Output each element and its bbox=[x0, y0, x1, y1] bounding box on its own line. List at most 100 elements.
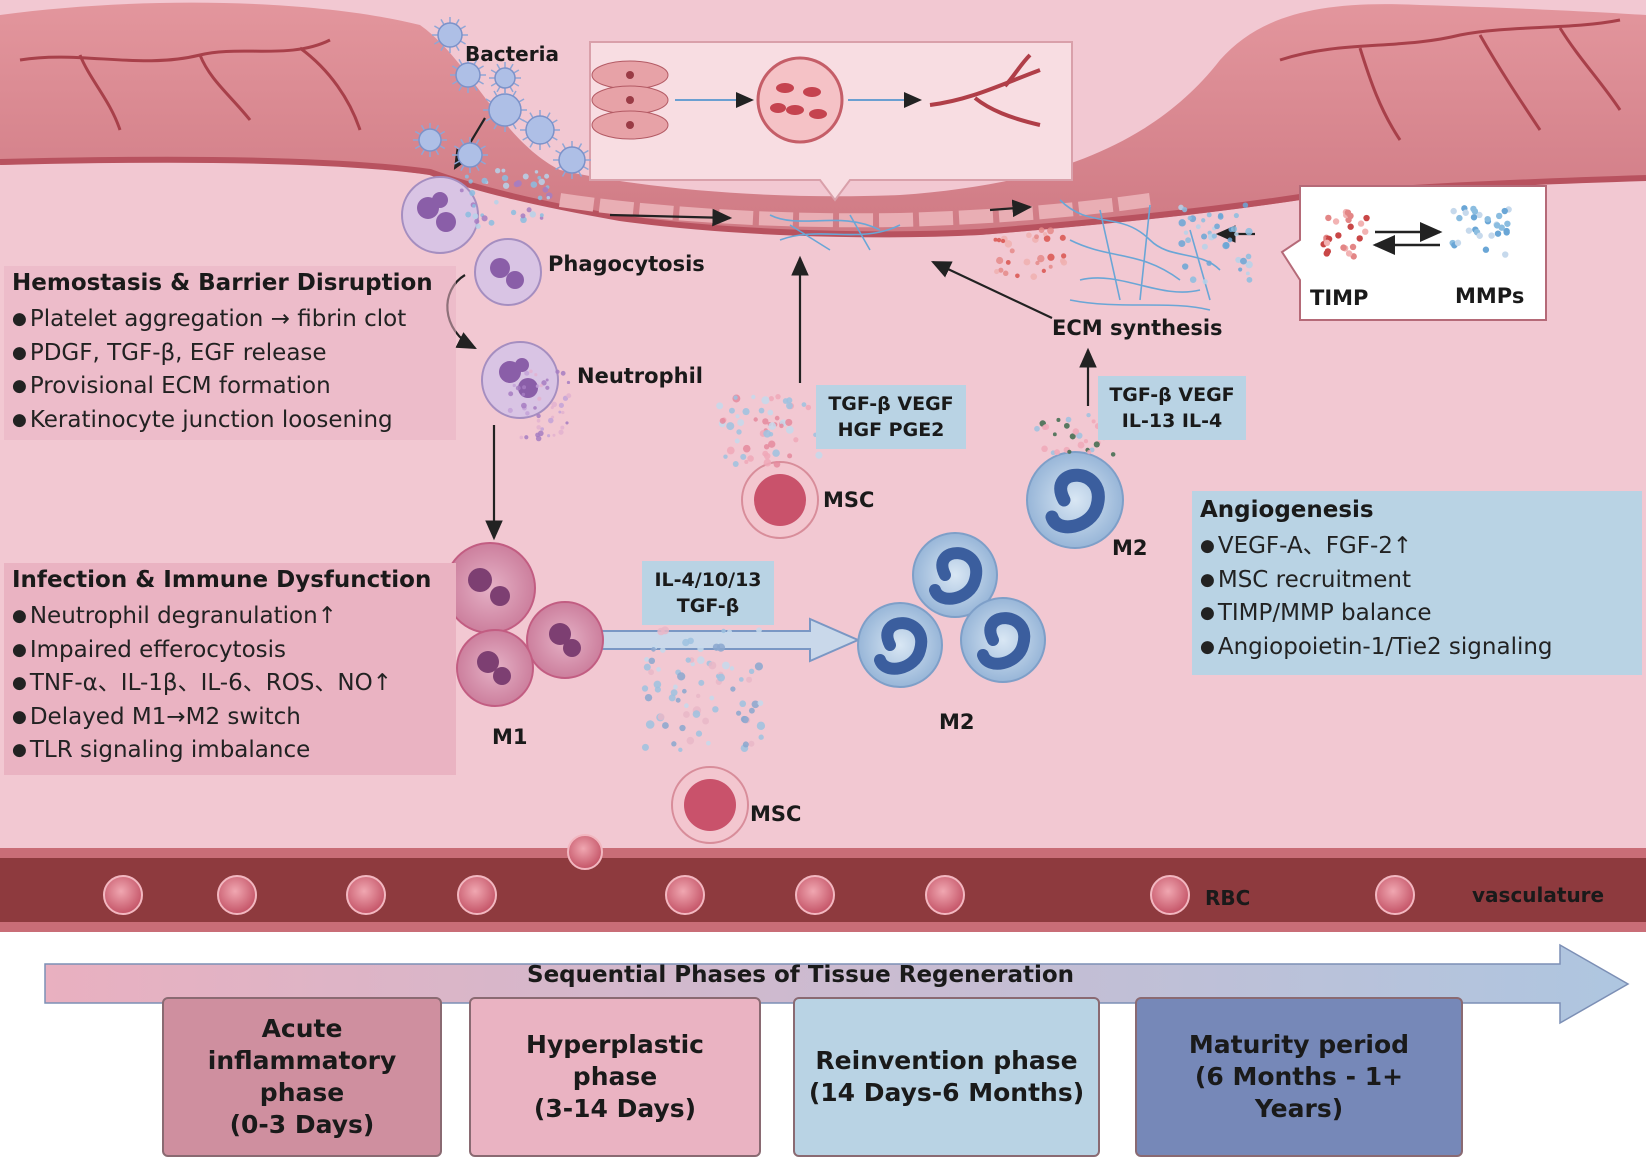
phagocytosis-label: Phagocytosis bbox=[548, 252, 705, 276]
ecm-synthesis-label: ECM synthesis bbox=[1052, 316, 1223, 340]
factor-particle bbox=[739, 700, 747, 708]
rbc-cell bbox=[665, 875, 705, 915]
timp-particle bbox=[1349, 243, 1357, 251]
factor-particle bbox=[1060, 259, 1068, 266]
mmp-particle bbox=[1488, 232, 1495, 239]
factor-particle bbox=[1030, 273, 1038, 281]
factor-particle bbox=[773, 460, 781, 468]
factor-particle bbox=[1183, 230, 1189, 235]
timp-particle bbox=[1356, 235, 1363, 242]
factor-particle bbox=[558, 410, 562, 414]
factor-particle bbox=[542, 186, 549, 193]
factor-particle bbox=[730, 686, 736, 692]
factor-particle bbox=[534, 170, 539, 174]
factor-particle bbox=[1047, 227, 1054, 235]
factor-particle bbox=[472, 204, 476, 208]
factor-particle bbox=[566, 380, 571, 385]
factor-particle bbox=[1214, 223, 1220, 230]
bacterium-icon bbox=[432, 17, 468, 53]
hemostasis-item: Provisional ECM formation bbox=[12, 371, 448, 405]
factor-particle bbox=[738, 677, 744, 682]
factor-particle bbox=[1083, 439, 1089, 444]
phase-reinvention: Reinvention phase (14 Days-6 Months) bbox=[793, 997, 1100, 1157]
factor-particle bbox=[465, 211, 472, 218]
factor-particle bbox=[734, 438, 740, 444]
factor-particle bbox=[522, 385, 527, 390]
factor-particle bbox=[1187, 215, 1192, 221]
factor-particle bbox=[671, 741, 677, 747]
factor-particle bbox=[763, 458, 772, 467]
factor-particle bbox=[1023, 258, 1031, 266]
factor-particle bbox=[677, 672, 686, 681]
factor-particle bbox=[719, 417, 726, 424]
factor-particle bbox=[548, 417, 554, 424]
factor-particle bbox=[758, 734, 764, 740]
factor-particle bbox=[1185, 237, 1192, 244]
factor-particle bbox=[472, 213, 479, 220]
phase-label: Maturity period (6 Months - 1+ Years) bbox=[1188, 1030, 1410, 1123]
rbc-cell bbox=[1375, 875, 1415, 915]
mmp-particle bbox=[1503, 229, 1510, 236]
rbc-cell bbox=[346, 875, 386, 915]
factor-particle bbox=[488, 219, 495, 226]
mmp-particle bbox=[1462, 209, 1469, 216]
factor-particle bbox=[754, 662, 763, 671]
rbc-cell bbox=[795, 875, 835, 915]
factor-particle bbox=[729, 407, 735, 414]
phase-maturity: Maturity period (6 Months - 1+ Years) bbox=[1135, 997, 1463, 1157]
factor-particle bbox=[1093, 441, 1100, 448]
factor-particle bbox=[1052, 432, 1057, 437]
factor-particle bbox=[558, 402, 564, 408]
polarization-factor-box: IL-4/10/13 TGF-β bbox=[642, 561, 774, 625]
factor-particle bbox=[1235, 256, 1242, 264]
factor-particle bbox=[521, 402, 527, 409]
factor-particle bbox=[996, 256, 1004, 265]
factor-particle bbox=[643, 663, 651, 671]
factor-particle bbox=[653, 680, 662, 689]
timp-particle bbox=[1357, 220, 1365, 227]
factor-particle bbox=[494, 199, 499, 205]
bacterium-icon bbox=[553, 141, 591, 179]
new-vessel-branch-icon bbox=[929, 53, 1041, 127]
factor-particle bbox=[763, 443, 770, 450]
timp-particle bbox=[1325, 214, 1332, 222]
m2-label-lower: M2 bbox=[939, 710, 975, 734]
factor-particle bbox=[536, 413, 541, 419]
factor-particle bbox=[768, 422, 777, 430]
factor-particle bbox=[805, 404, 812, 411]
factor-particle bbox=[726, 446, 735, 455]
factor-particle bbox=[644, 693, 653, 702]
skin-layer bbox=[0, 2, 1646, 237]
factor-particle bbox=[685, 657, 691, 663]
factor-particle bbox=[1230, 226, 1238, 233]
factor-particle bbox=[475, 223, 481, 229]
factor-particle bbox=[515, 385, 521, 391]
factor-particle bbox=[727, 629, 732, 635]
bacteria-cluster bbox=[413, 17, 591, 179]
secreted-factor-particles bbox=[459, 168, 1253, 753]
mmp-particle bbox=[1476, 232, 1483, 239]
factor-particle bbox=[736, 429, 742, 435]
timp-particle bbox=[1347, 212, 1354, 220]
mmp-particle bbox=[1471, 208, 1479, 215]
factor-particle bbox=[742, 444, 751, 453]
timeline-title: Sequential Phases of Tissue Regeneration bbox=[527, 962, 1075, 988]
timp-particle bbox=[1362, 228, 1369, 235]
factor-particle bbox=[538, 178, 545, 186]
timp-particle bbox=[1323, 239, 1331, 247]
factor-particle bbox=[1043, 232, 1048, 237]
timp-particle bbox=[1323, 250, 1330, 257]
factor-particle bbox=[1245, 253, 1252, 260]
polarization-factor-line: TGF-β bbox=[676, 595, 740, 617]
factor-particle bbox=[1037, 254, 1045, 263]
rbc-cell bbox=[925, 875, 965, 915]
factor-particle bbox=[1217, 212, 1224, 219]
factor-particle bbox=[537, 175, 542, 180]
vessel-wall-top bbox=[0, 848, 1646, 858]
factor-particle bbox=[785, 426, 794, 434]
factor-particle bbox=[1004, 240, 1013, 248]
factor-particle bbox=[698, 679, 705, 686]
timp-particle bbox=[1347, 223, 1354, 230]
angiogenesis-item: TIMP/MMP balance bbox=[1200, 598, 1634, 632]
